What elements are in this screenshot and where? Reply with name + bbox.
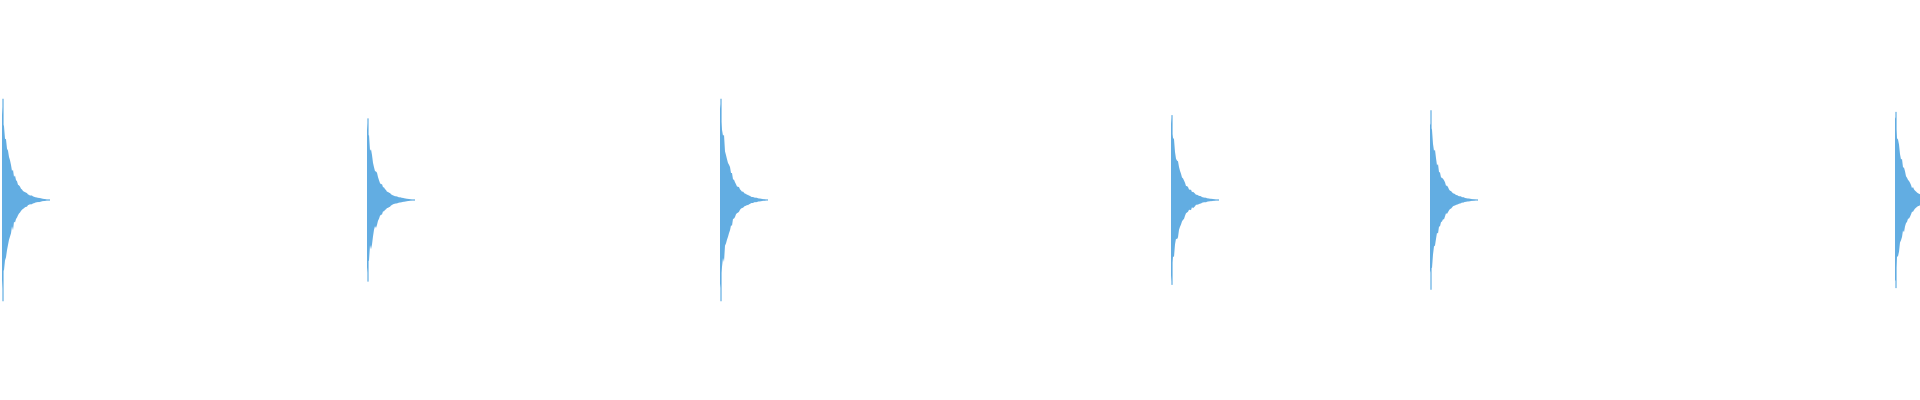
transient-2 bbox=[367, 123, 415, 273]
transient-4 bbox=[1171, 117, 1219, 282]
transient-1 bbox=[2, 107, 50, 289]
transient-3 bbox=[720, 103, 768, 289]
transients-layer bbox=[2, 98, 1920, 302]
transient-5 bbox=[1430, 123, 1478, 273]
transient-6 bbox=[1895, 117, 1920, 281]
